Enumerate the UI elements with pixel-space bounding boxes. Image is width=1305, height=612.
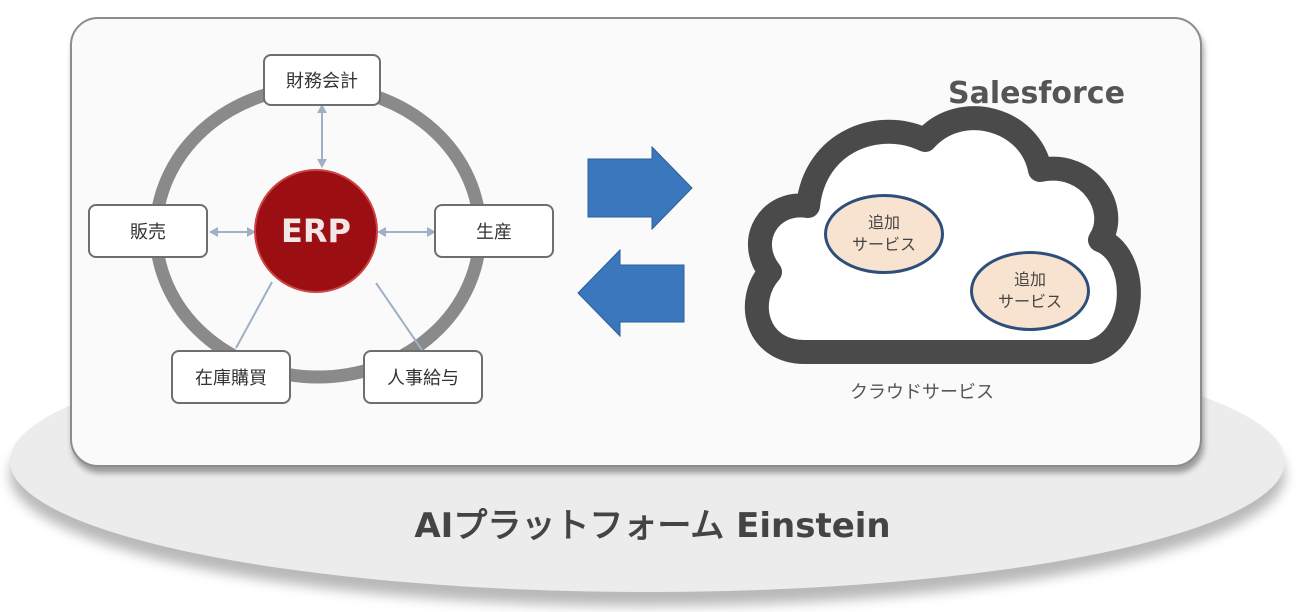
module-sales: 販売 <box>88 204 208 258</box>
connector-arrowheads <box>209 104 436 237</box>
arrow-right-icon <box>587 145 693 231</box>
service-line1: 追加 <box>1013 270 1046 290</box>
module-accounting: 財務会計 <box>263 54 381 106</box>
service-line1: 追加 <box>867 213 900 233</box>
arrow-left-icon <box>577 248 685 338</box>
module-inventory-purchasing: 在庫購買 <box>171 350 291 404</box>
module-production: 生産 <box>434 204 554 258</box>
additional-service-2: 追加 サービス <box>970 251 1090 331</box>
connector-hr <box>375 282 423 351</box>
service-line2: サービス <box>851 235 916 254</box>
platform-label: AIプラットフォーム Einstein <box>414 506 891 546</box>
erp-core: ERP <box>254 169 378 293</box>
cloud-service-caption: クラウドサービス <box>850 382 994 403</box>
additional-service-1: 追加 サービス <box>824 194 944 274</box>
erp-connectors <box>213 108 432 351</box>
module-hr-payroll: 人事給与 <box>363 350 483 404</box>
salesforce-label: Salesforce <box>948 76 1125 111</box>
service-line2: サービス <box>997 292 1062 311</box>
connector-inventory <box>235 281 273 349</box>
